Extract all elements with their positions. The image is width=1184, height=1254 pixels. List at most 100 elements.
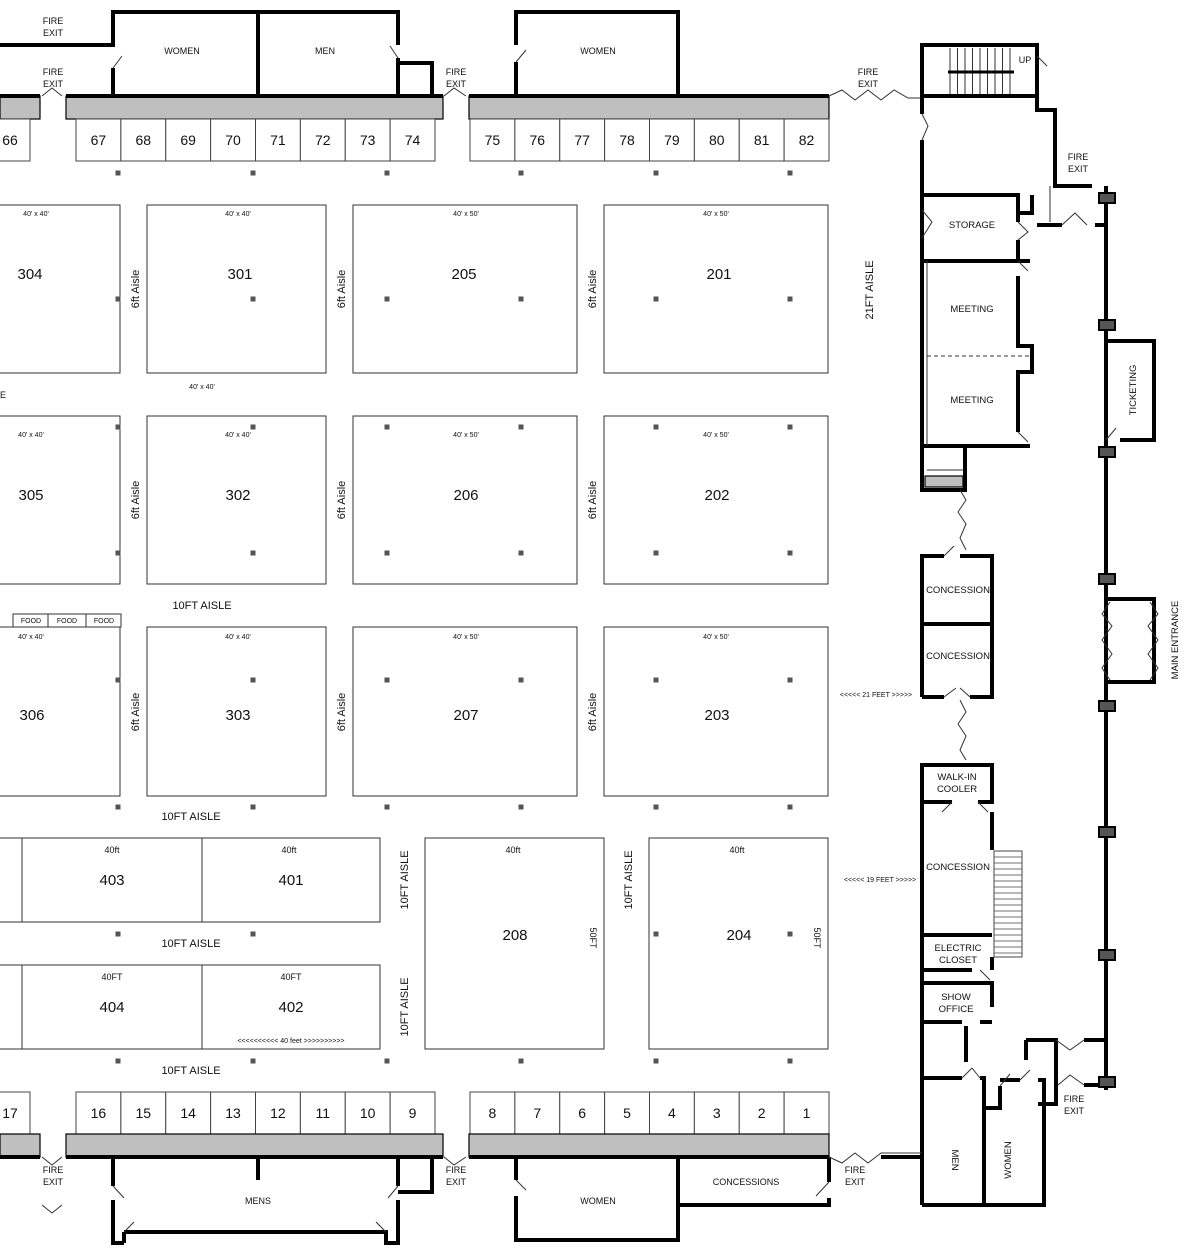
block-401[interactable] bbox=[201, 837, 381, 923]
fire-exit-top-4[interactable]: FIRE EXIT bbox=[858, 67, 879, 89]
block-302-number: 302 bbox=[225, 487, 250, 504]
bottom-a-booth-number: 14 bbox=[180, 1105, 196, 1121]
label-show-1: SHOW bbox=[941, 992, 971, 1003]
block-204-number: 204 bbox=[726, 927, 751, 944]
bottom-b-booth-number: 7 bbox=[533, 1105, 541, 1121]
top-b-booth-number: 81 bbox=[754, 132, 770, 148]
column-markers bbox=[115, 170, 793, 1064]
block-207[interactable] bbox=[352, 626, 578, 797]
block-402-number: 402 bbox=[278, 999, 303, 1016]
block-partial-row4 bbox=[0, 837, 23, 923]
aisle-10ft-3: 10FT AISLE bbox=[161, 938, 220, 950]
top-b-booth[interactable] bbox=[783, 118, 830, 162]
fire-exit-bottom-3[interactable]: FIRE EXIT bbox=[845, 1165, 866, 1187]
label-concession-1: CONCESSION bbox=[926, 585, 990, 596]
bottom-a-booth-number: 11 bbox=[316, 1105, 331, 1121]
bottom-a-booth[interactable] bbox=[75, 1091, 122, 1135]
bottom-restrooms bbox=[41, 1156, 831, 1245]
block-301-number: 301 bbox=[227, 266, 252, 283]
top-a-booth-number: 72 bbox=[315, 132, 331, 148]
top-booth-partial-number: 66 bbox=[2, 132, 18, 148]
block-203-size: 40' x 50' bbox=[703, 634, 729, 641]
bottom-a-booth-number: 13 bbox=[225, 1105, 241, 1121]
fire-exit-east-top[interactable]: FIRE EXIT bbox=[1068, 152, 1089, 174]
column-marker bbox=[384, 1058, 390, 1064]
top-a-booth[interactable] bbox=[389, 118, 436, 162]
top-b-booth[interactable] bbox=[514, 118, 561, 162]
top-b-booth[interactable] bbox=[604, 118, 650, 162]
column-marker bbox=[787, 170, 793, 176]
top-a-booth[interactable] bbox=[165, 118, 212, 162]
top-a-booth[interactable] bbox=[120, 118, 167, 162]
block-305[interactable] bbox=[0, 415, 121, 585]
block-306-size: 40' x 40' bbox=[18, 634, 44, 641]
block-303-number: 303 bbox=[225, 707, 250, 724]
block-304[interactable] bbox=[0, 204, 121, 374]
svg-text:EXIT: EXIT bbox=[446, 79, 467, 89]
top-b-booth-number: 75 bbox=[485, 132, 501, 148]
bottom-b-booth-number: 4 bbox=[668, 1105, 676, 1121]
svg-text:EXIT: EXIT bbox=[43, 79, 64, 89]
column-marker bbox=[250, 170, 256, 176]
fire-exit-top-3[interactable]: FIRE EXIT bbox=[446, 67, 467, 89]
block-404-size: 40FT bbox=[101, 972, 123, 982]
stairs-up[interactable] bbox=[948, 47, 1014, 94]
east-pillar bbox=[1098, 826, 1116, 838]
svg-text:FIRE: FIRE bbox=[1064, 1094, 1085, 1104]
top-a-booth[interactable] bbox=[299, 118, 346, 162]
bottom-a-booth[interactable] bbox=[210, 1091, 256, 1135]
svg-text:EXIT: EXIT bbox=[43, 1177, 64, 1187]
top-booth-partial[interactable] bbox=[0, 118, 31, 162]
bottom-a-booth[interactable] bbox=[389, 1091, 436, 1135]
top-a-booth-number: 69 bbox=[180, 132, 196, 148]
column-marker bbox=[653, 424, 659, 430]
fire-exit-bottom-2[interactable]: FIRE EXIT bbox=[446, 1165, 467, 1187]
fire-exit-top-1[interactable]: FIRE EXIT bbox=[43, 16, 64, 38]
column-marker bbox=[115, 424, 121, 430]
block-302[interactable] bbox=[146, 415, 327, 585]
bottom-b-booth[interactable] bbox=[469, 1091, 516, 1135]
fire-exit-top-2[interactable]: FIRE EXIT bbox=[43, 67, 64, 89]
block-301[interactable] bbox=[146, 204, 327, 374]
block-402[interactable] bbox=[201, 964, 381, 1050]
fire-exit-east-bottom[interactable]: FIRE EXIT bbox=[1064, 1094, 1085, 1116]
bottom-a-booth[interactable] bbox=[165, 1091, 212, 1135]
svg-text:FIRE: FIRE bbox=[43, 16, 64, 26]
fire-exit-bottom-1[interactable]: FIRE EXIT bbox=[43, 1165, 64, 1187]
top-b-booth[interactable] bbox=[649, 118, 695, 162]
block-403-number: 403 bbox=[99, 872, 124, 889]
top-a-booth[interactable] bbox=[210, 118, 256, 162]
block-208[interactable] bbox=[424, 837, 605, 1050]
block-203[interactable] bbox=[603, 626, 829, 797]
block-206[interactable] bbox=[352, 415, 578, 585]
label-walkin-2: COOLER bbox=[937, 784, 977, 795]
column-marker bbox=[115, 677, 121, 683]
top-a-booth[interactable] bbox=[75, 118, 122, 162]
block-303[interactable] bbox=[146, 626, 327, 797]
column-marker bbox=[115, 1058, 121, 1064]
aisle-21ft: 21FT AISLE bbox=[864, 260, 876, 319]
bottom-a-booth[interactable] bbox=[344, 1091, 391, 1135]
stairs-east[interactable] bbox=[993, 850, 1023, 958]
top-b-booth[interactable] bbox=[469, 118, 516, 162]
label-electric-2: CLOSET bbox=[939, 955, 977, 966]
label-women-bottom: WOMEN bbox=[580, 1196, 616, 1206]
top-b-booth[interactable] bbox=[693, 118, 740, 162]
block-304-size: 40' x 40' bbox=[23, 211, 49, 218]
bottom-b-booth[interactable] bbox=[783, 1091, 830, 1135]
column-marker bbox=[384, 550, 390, 556]
block-204[interactable] bbox=[648, 837, 829, 1050]
bottom-a-booth[interactable] bbox=[120, 1091, 167, 1135]
top-b-booth[interactable] bbox=[559, 118, 606, 162]
block-306[interactable] bbox=[0, 626, 121, 797]
aisle-10ft-v2: 10FT AISLE bbox=[399, 977, 411, 1036]
aisle-10ft-2: 10FT AISLE bbox=[161, 811, 220, 823]
column-marker bbox=[518, 170, 524, 176]
block-202[interactable] bbox=[603, 415, 829, 585]
block-201[interactable] bbox=[603, 204, 829, 374]
block-205[interactable] bbox=[352, 204, 578, 374]
bottom-b-booth-number: 5 bbox=[623, 1105, 631, 1121]
